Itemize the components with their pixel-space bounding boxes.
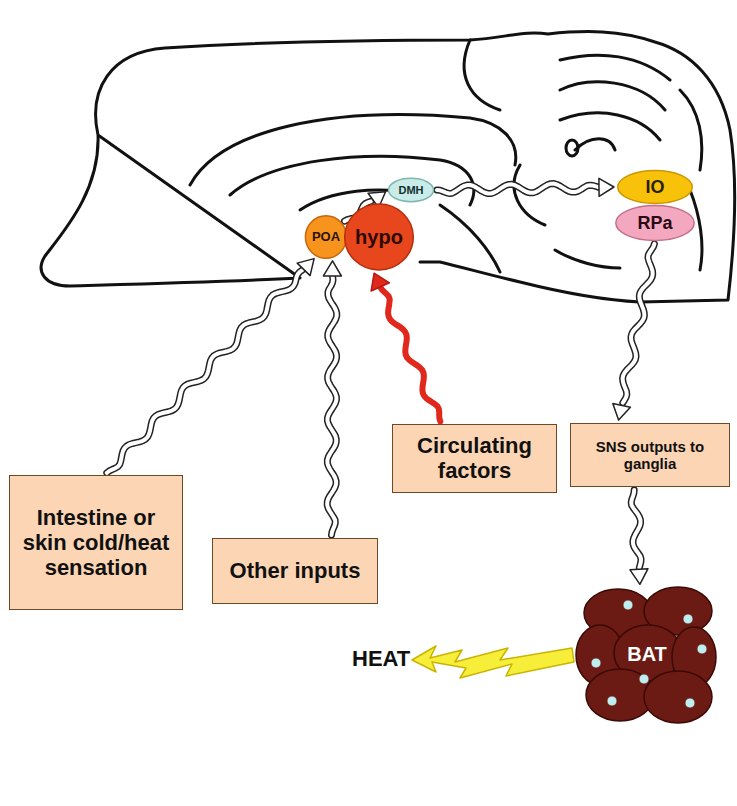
neural-arrow [613, 244, 655, 420]
node-label: BAT [627, 643, 667, 666]
neural-arrow [107, 259, 314, 473]
ventricle [566, 140, 578, 156]
node-label: DMH [398, 184, 423, 197]
label-box: Other inputs [212, 538, 378, 604]
node-label: SNS outputs to ganglia [577, 438, 723, 473]
brain-nucleus: hypo [344, 203, 414, 271]
red-signal-arrow [371, 273, 440, 421]
brain-nucleus: DMH [388, 178, 434, 202]
node-label: Other inputs [230, 558, 361, 583]
heat-bolt [412, 646, 574, 678]
node-label: RPa [637, 213, 672, 234]
brain-inner-line [464, 40, 500, 110]
neural-arrow [323, 261, 341, 535]
fat-cell-cluster: BAT [578, 583, 716, 725]
node-label: hypo [355, 226, 403, 249]
heat-label: HEAT [352, 646, 410, 672]
label-box: SNS outputs to ganglia [570, 423, 730, 487]
brain-contour [41, 32, 735, 302]
brain-inner-line [440, 205, 500, 272]
node-label: IO [645, 177, 664, 198]
cerebellum-folia [555, 55, 702, 270]
label-box: Circulating factors [392, 424, 557, 493]
neural-arrow [630, 490, 648, 584]
brain-nucleus: RPa [615, 205, 695, 241]
node-label: Intestine or skin cold/heat sensation [16, 505, 176, 581]
node-label: Circulating factors [399, 433, 550, 484]
brain-inner-line [230, 156, 474, 205]
neural-arrow [437, 178, 614, 196]
node-label: POA [312, 230, 340, 245]
label-box: Intestine or skin cold/heat sensation [9, 475, 183, 610]
brain-nucleus: IO [617, 170, 693, 204]
brain-nucleus: POA [305, 215, 347, 259]
